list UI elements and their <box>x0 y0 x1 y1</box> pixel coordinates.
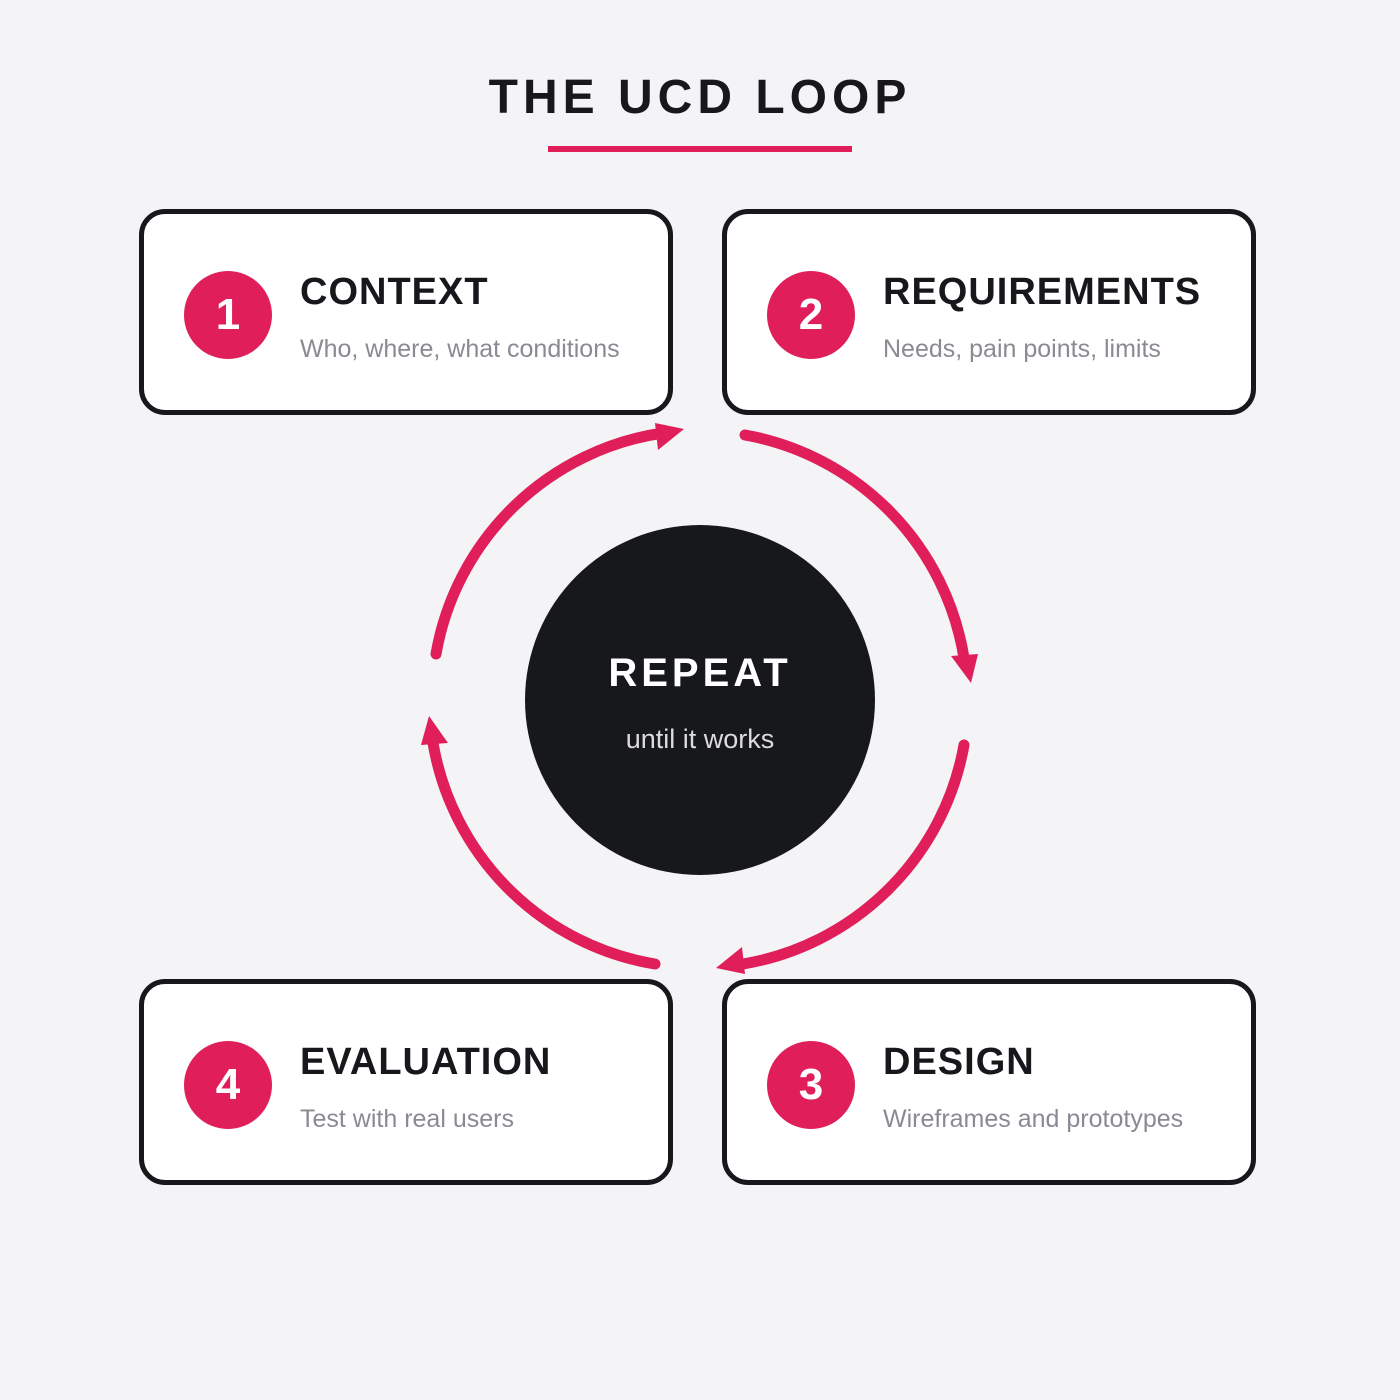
step-title: DESIGN <box>883 1041 1035 1083</box>
arrowhead-left <box>421 716 448 745</box>
arrow-requirements-to-design <box>737 739 970 970</box>
repeat-title: REPEAT <box>608 651 792 695</box>
step-card-context: 1 CONTEXT Who, where, what conditions <box>139 209 673 415</box>
step-title: REQUIREMENTS <box>883 271 1202 313</box>
step-description: Needs, pain points, limits <box>883 335 1161 363</box>
arrowhead-bottom <box>716 947 745 974</box>
step-description: Wireframes and prototypes <box>883 1105 1184 1133</box>
step-card-requirements: 2 REQUIREMENTS Needs, pain points, limit… <box>722 209 1256 415</box>
step-number-badge: 2 <box>767 271 855 359</box>
arrow-context-to-requirements <box>739 429 970 664</box>
step-number-badge: 4 <box>184 1041 272 1129</box>
step-card-design: 3 DESIGN Wireframes and prototypes <box>722 979 1256 1185</box>
step-title: EVALUATION <box>300 1041 552 1083</box>
step-number-badge: 1 <box>184 271 272 359</box>
step-card-evaluation: 4 EVALUATION Test with real users <box>139 979 673 1185</box>
arrowhead-right <box>951 654 978 683</box>
step-number-badge: 3 <box>767 1041 855 1129</box>
repeat-subtitle: until it works <box>625 724 775 754</box>
arrow-evaluation-to-context <box>430 427 669 660</box>
step-description: Who, where, what conditions <box>300 335 620 363</box>
step-title: CONTEXT <box>300 271 489 313</box>
step-description: Test with real users <box>300 1105 514 1133</box>
arrow-design-to-evaluation <box>427 737 661 970</box>
repeat-circle: REPEAT until it works <box>525 525 875 875</box>
title-underline <box>548 146 852 152</box>
arrowhead-top <box>655 423 684 450</box>
page-title: THE UCD LOOP <box>488 71 912 124</box>
